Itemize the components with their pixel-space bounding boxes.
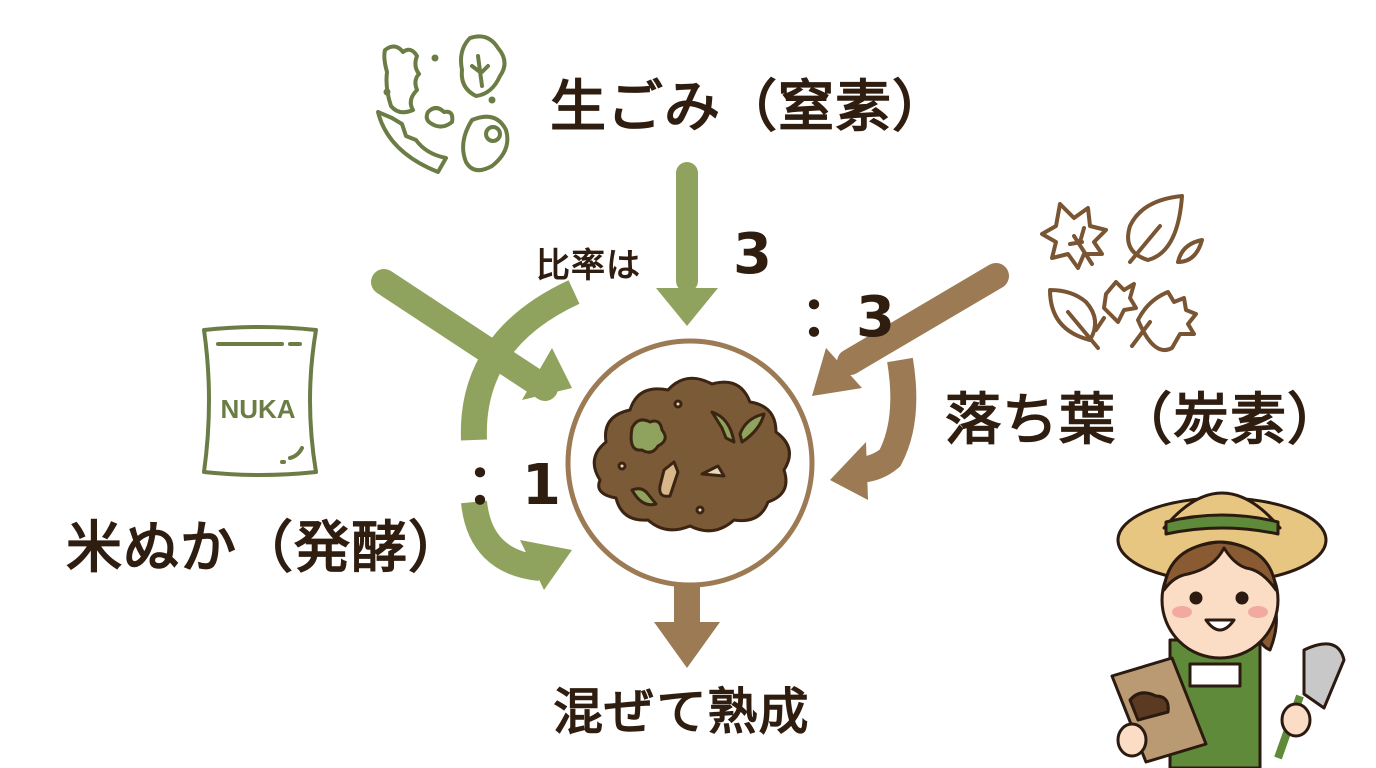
fallen-leaves-icon — [1040, 194, 1204, 352]
top-arrow — [656, 162, 718, 326]
right-arrowheads — [812, 348, 868, 500]
rice-bran-bag-icon — [202, 325, 318, 477]
ratio-label: 比率は — [536, 246, 641, 286]
rice-bran-label: 米ぬか（発酵） — [66, 516, 465, 581]
right-arrows — [837, 263, 1009, 483]
gardener-girl-icon — [1110, 491, 1346, 768]
ratio-value-leaves: ：3 — [800, 285, 895, 350]
ratio-value-bran: ：1 — [466, 453, 561, 518]
food-scraps-icon — [376, 34, 510, 174]
left-arrowheads — [520, 348, 572, 590]
bottom-arrow — [654, 584, 720, 668]
fallen-leaves-label: 落ち葉（炭素） — [945, 388, 1344, 453]
left-arrows — [371, 269, 580, 581]
compost-pile-icon — [592, 376, 791, 533]
bag-text: NUKA — [220, 394, 295, 424]
mix-and-mature-label: 混ぜて熟成 — [553, 683, 810, 741]
ratio-value-food: 3 — [733, 222, 772, 287]
food-waste-label: 生ごみ（窒素） — [550, 75, 949, 140]
